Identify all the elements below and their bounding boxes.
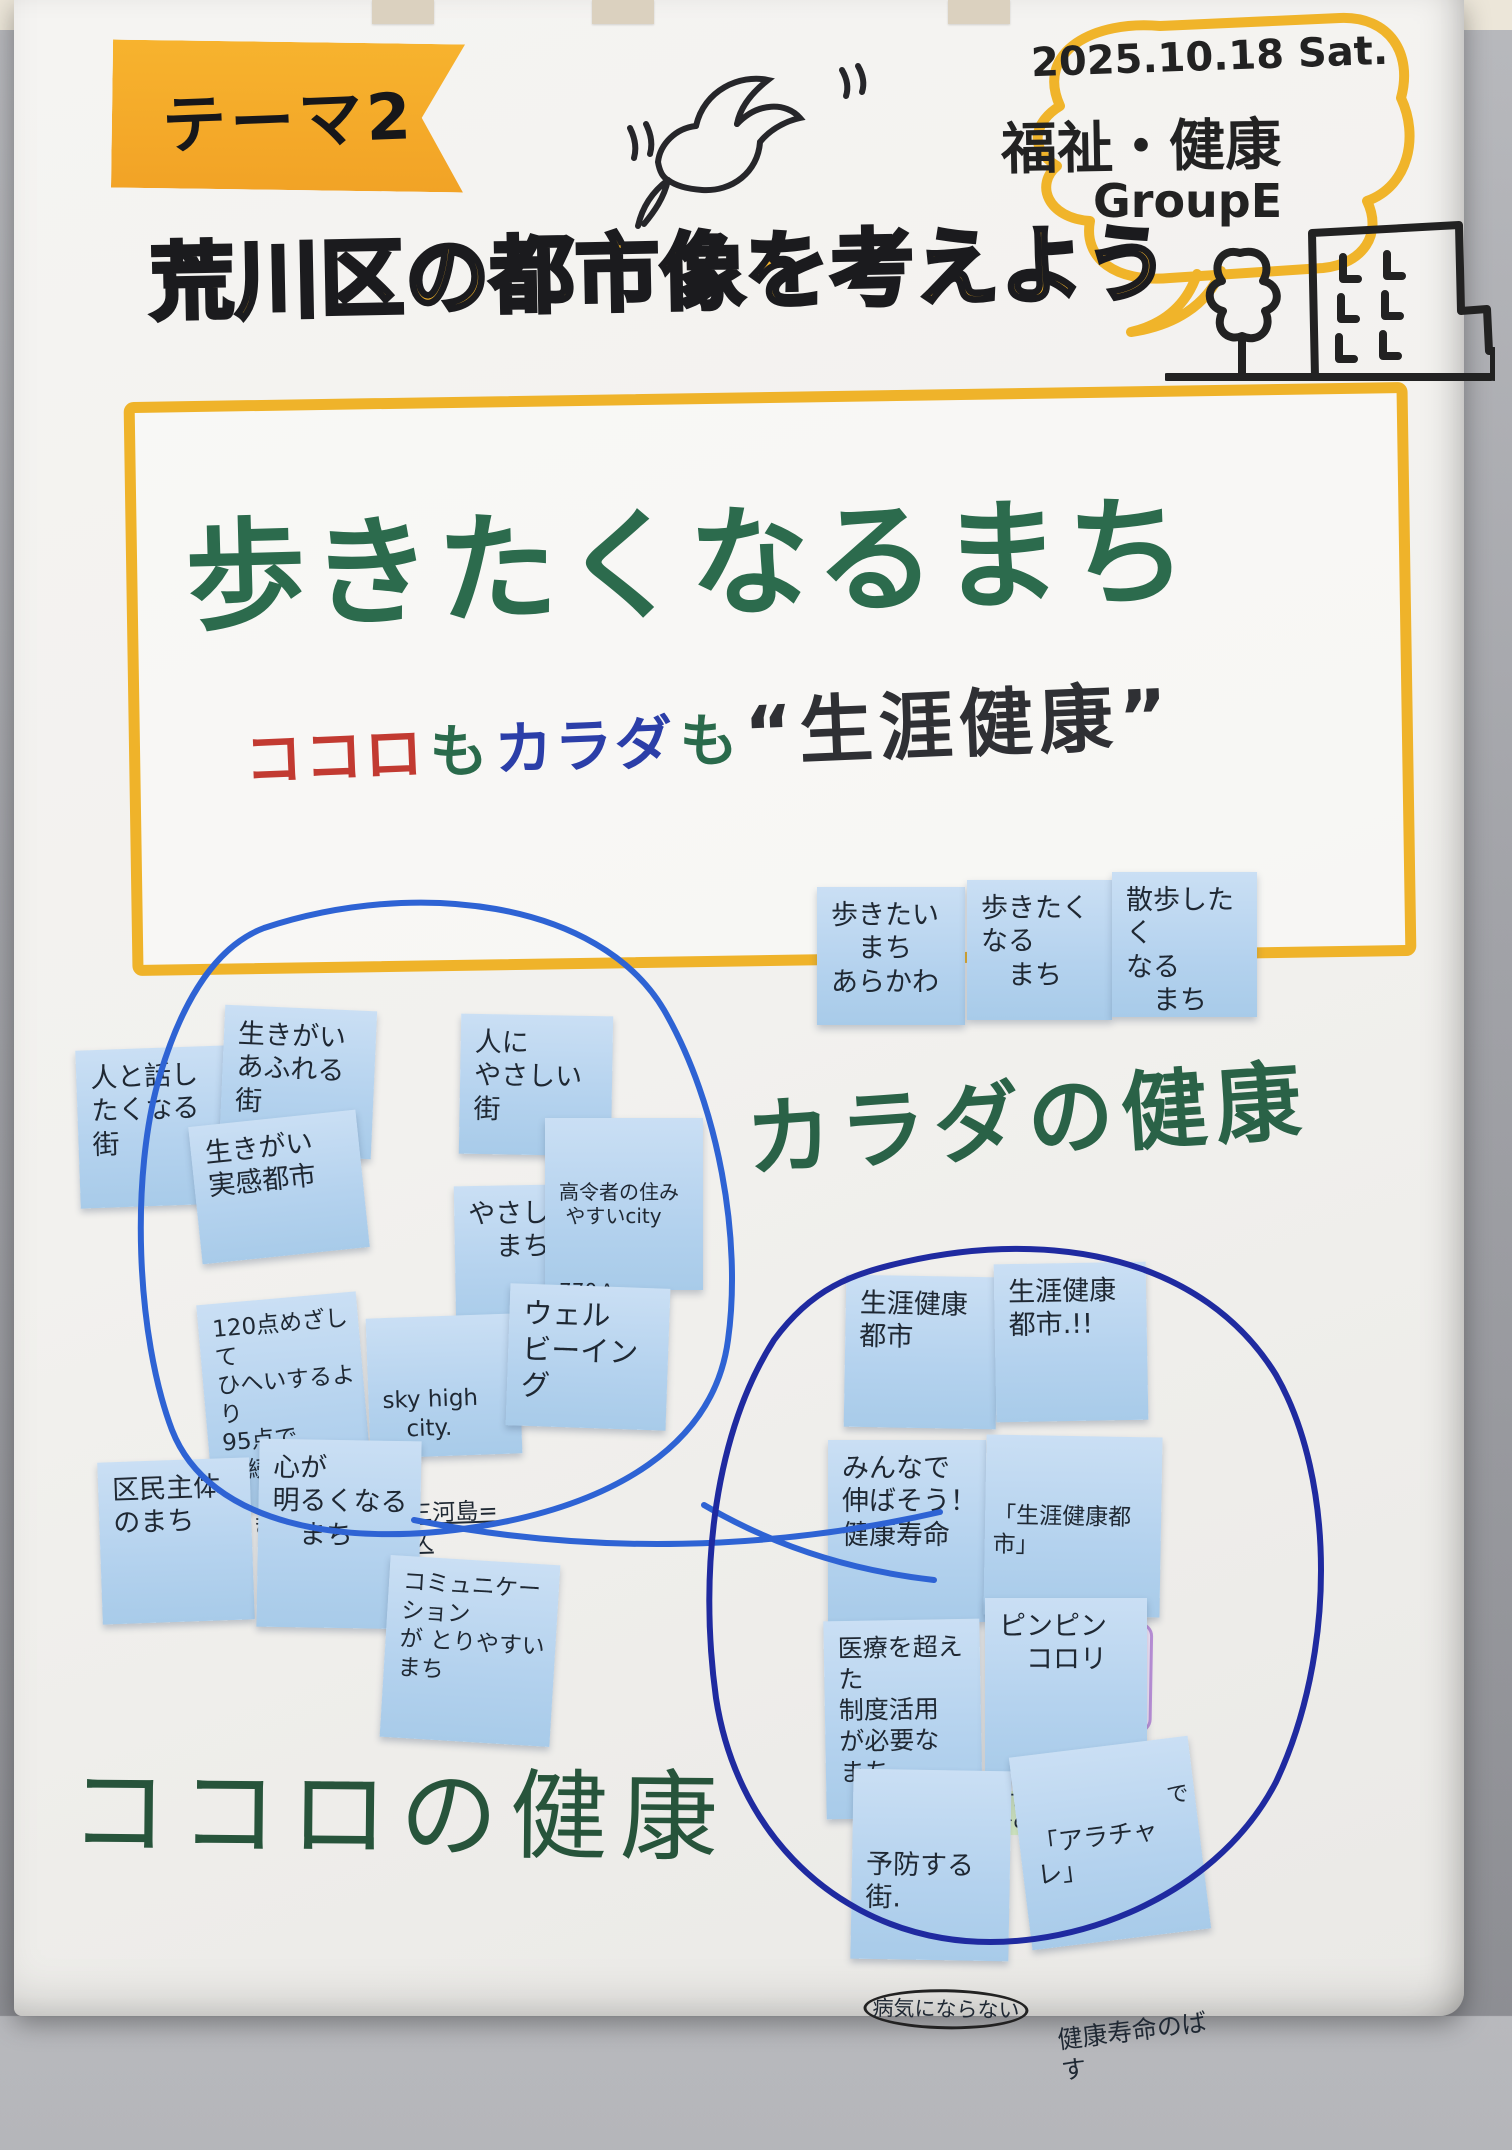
group-label-body: カラダの健康 — [742, 1051, 1313, 1191]
subtitle-kokoro: ココロ — [243, 718, 426, 795]
sticky-note: 予防する 街. 病気にならない — [850, 1768, 1029, 2031]
note-text: 「生涯健康都市」 — [992, 1502, 1132, 1558]
sticky-note: みんなで 伸ばそう！ 健康寿命 — [828, 1440, 986, 1622]
sticky-note: 生涯健康 都市 — [843, 1274, 999, 1430]
sticky-note: 生きがい 実感都市 — [188, 1109, 370, 1265]
sticky-note: sky high city. ・三河島=尾久 — [365, 1313, 523, 1557]
vision-title: 歩きたくなるまち — [183, 482, 1195, 649]
group-label-mind: ココロの健康 — [69, 1756, 731, 1876]
note-text: 「アラチャレ」 — [1031, 1815, 1160, 1890]
vision-subtitle: ココロ も カラダ も “生涯健康” — [242, 657, 1175, 803]
building-icon — [1308, 221, 1495, 381]
note-text: 高令者の住み やすいcity — [559, 1179, 679, 1229]
page-title: 荒川区の都市像を考えよう — [147, 213, 1173, 335]
quote-marks — [627, 121, 655, 161]
tape — [592, 0, 654, 24]
sticky-note: 「アラチャレ」 で 健康寿命のばす — [1008, 1735, 1212, 2086]
sticky-note: 生涯健康 都市.!! — [993, 1261, 1149, 1423]
subtitle-mo2: も — [678, 705, 742, 777]
note-text: 健康寿命のばす — [1055, 2007, 1209, 2086]
note-circled-text: 病気にならない — [863, 1987, 1029, 2031]
note-text: で — [1165, 1781, 1191, 1809]
tape — [948, 0, 1010, 24]
theme-label: テーマ2 — [160, 80, 416, 164]
subtitle-shogai-kenko: “生涯健康” — [742, 673, 1176, 778]
sticky-note: 散歩したく なる まち — [1112, 872, 1257, 1017]
tape — [372, 0, 434, 24]
sticky-note: ウェル ビーイング — [505, 1283, 671, 1431]
sticky-note: 歩きたい まち あらかわ — [817, 887, 965, 1025]
subtitle-karada: カラダ — [493, 708, 676, 784]
note-text: sky high city. — [382, 1384, 479, 1443]
session-category: 福祉・健康 — [1000, 112, 1282, 183]
city-doodle — [1165, 221, 1495, 381]
group-name: GroupE — [1093, 174, 1283, 228]
sticky-note: コミュニケーション が とりやすい まち — [379, 1554, 561, 1748]
quote-marks — [839, 63, 867, 99]
sticky-note: 「生涯健康都市」 「健康寿命をのば そう あらかわ」 「みんなで健康寿命 をのば… — [983, 1434, 1163, 1838]
bird-doodle — [627, 63, 867, 229]
poster-paper: テーマ2 2025.10.18 Sat. 福祉・健康 GroupE — [14, 0, 1495, 2086]
subtitle-mo1: も — [428, 716, 492, 787]
sticky-note: 区民主体 のまち — [97, 1457, 255, 1625]
note-text: 予防する 街. — [865, 1848, 975, 1914]
sticky-note: 高令者の住み やすいcity 770Ａ. — [545, 1118, 703, 1303]
tree-icon — [1205, 247, 1281, 379]
sticky-note: 歩きたく なる まち — [967, 880, 1112, 1020]
theme-flag: テーマ2 — [111, 40, 465, 193]
